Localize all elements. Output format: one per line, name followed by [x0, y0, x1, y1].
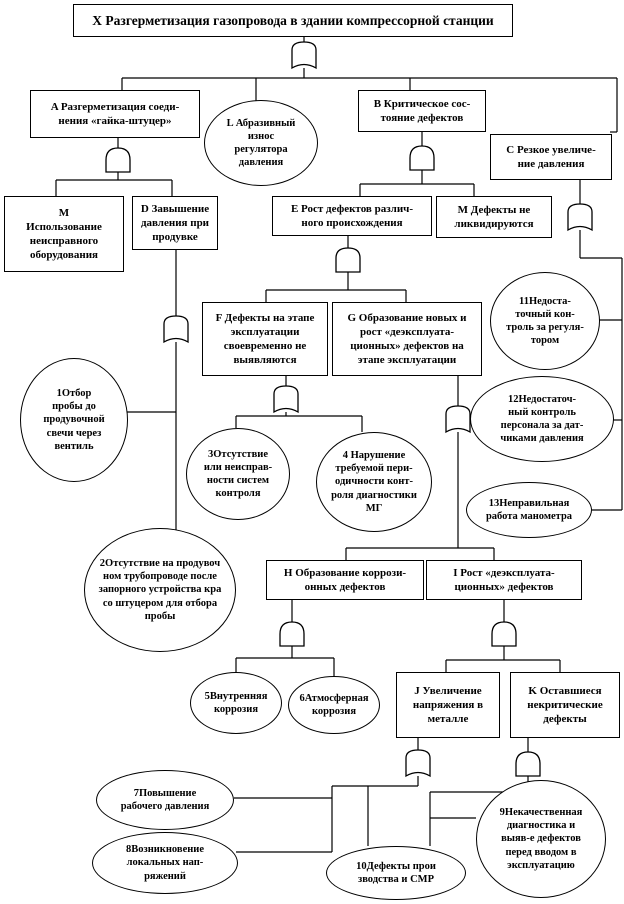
event-j: J Увеличение напряжения в металле	[396, 672, 500, 738]
event-8: 8Возникновение локальных нап- ряжений	[92, 832, 238, 894]
or-gate-x	[291, 41, 317, 70]
event-1: 1Отбор пробы до продувочной свечи через …	[20, 358, 128, 482]
and-gate-i	[491, 621, 517, 647]
event-g: G Образование новых и рост «деэксплуата-…	[332, 302, 482, 376]
event-7: 7Повышение рабочего давления	[96, 770, 234, 830]
or-gate-c	[567, 203, 593, 232]
and-gate-a	[105, 147, 131, 173]
event-a: A Разгерметизация соеди- нения «гайка-шт…	[30, 90, 200, 138]
and-gate-h	[279, 621, 305, 647]
event-12: 12Недостаточ- ный контроль персонала за …	[470, 376, 614, 462]
event-m-defects: M Дефекты не ликвидируются	[436, 196, 552, 238]
event-5: 5Внутренняя коррозия	[190, 672, 282, 734]
event-f: F Дефекты на этапе эксплуатации своеврем…	[202, 302, 328, 376]
event-6: 6Атмосферная коррозия	[288, 676, 380, 734]
or-gate-d	[163, 315, 189, 344]
event-10: 10Дефекты прои зводства и СМР	[326, 846, 466, 900]
event-h: H Образование коррози- онных дефектов	[266, 560, 424, 600]
event-b: B Критическое сос- тояние дефектов	[358, 90, 486, 132]
event-3: 3Отсутствие или неисправ- ности систем к…	[186, 428, 290, 520]
or-gate-j	[405, 749, 431, 778]
event-13: 13Неправильная работа манометра	[466, 482, 592, 538]
and-gate-b	[409, 145, 435, 171]
event-4: 4 Нарушение требуемой пери- одичности ко…	[316, 432, 432, 532]
or-gate-e	[335, 247, 361, 273]
event-c: C Резкое увеличе- ние давления	[490, 134, 612, 180]
event-e: E Рост дефектов различ- ного происхожден…	[272, 196, 432, 236]
event-l: L Абразивный износ регулятора давления	[204, 100, 318, 186]
or-gate-g	[445, 405, 471, 434]
event-x: X Разгерметизация газопровода в здании к…	[73, 4, 513, 37]
event-i: I Рост «деэксплуата- ционных» дефектов	[426, 560, 582, 600]
event-11: 11Недоста- точный кон- троль за регуля- …	[490, 272, 600, 370]
and-gate-k	[515, 751, 541, 777]
or-gate-f	[273, 385, 299, 414]
event-9: 9Некачественная диагностика и выяв-е деф…	[476, 780, 606, 898]
event-d: D Завышение давления при продувке	[132, 196, 218, 250]
event-k: K Оставшиеся некритические дефекты	[510, 672, 620, 738]
event-m-equipment: M Использование неисправного оборудовани…	[4, 196, 124, 272]
event-2: 2Отсутствие на продувоч ном трубопроводе…	[84, 528, 236, 652]
